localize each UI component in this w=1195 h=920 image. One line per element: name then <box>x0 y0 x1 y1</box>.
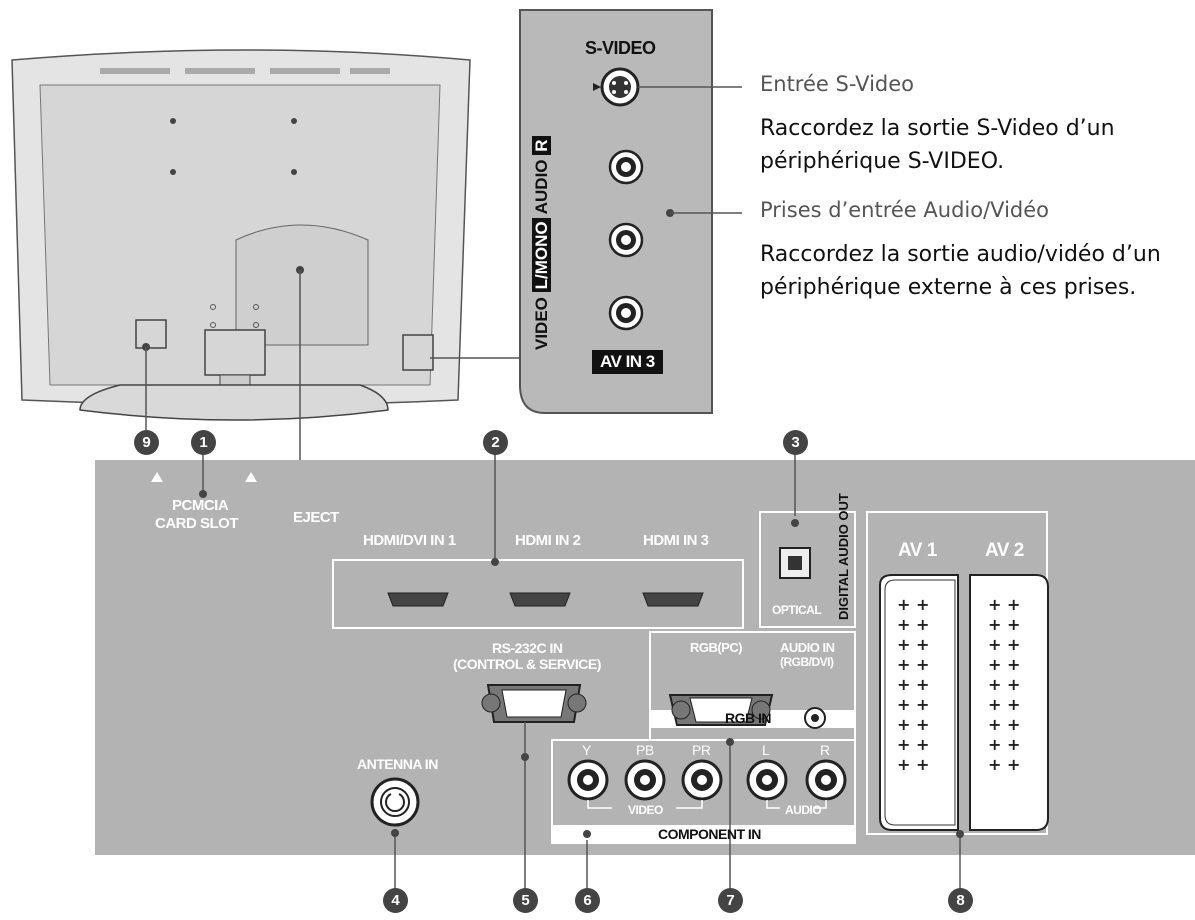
marker-9: 9 <box>134 430 159 455</box>
audio-sub-label: AUDIO <box>785 803 822 817</box>
marker-1: 1 <box>191 430 216 455</box>
rs232-label-1: RS-232C IN <box>492 640 563 656</box>
svg-text:+ +: + + <box>897 655 929 674</box>
marker-2: 2 <box>483 430 508 455</box>
svg-text:+ +: + + <box>897 635 929 654</box>
marker-4: 4 <box>383 888 408 913</box>
svg-text:+ +: + + <box>897 595 929 614</box>
svg-text:+ +: + + <box>988 675 1020 694</box>
svg-text:+ +: + + <box>897 755 929 774</box>
svg-text:+ +: + + <box>897 695 929 714</box>
rgb-pc-label: RGB(PC) <box>690 640 743 655</box>
hdmi1-label: HDMI/DVI IN 1 <box>363 532 456 549</box>
svg-text:+ +: + + <box>897 735 929 754</box>
svideo-label: S-VIDEO <box>585 38 656 58</box>
svg-text:+ +: + + <box>988 735 1020 754</box>
svideo-callout-title: Entrée S-Video <box>760 72 915 96</box>
svideo-callout-desc-2: périphérique S-VIDEO. <box>760 149 1005 174</box>
lmono-label: L/MONO <box>532 218 551 293</box>
av1-label: AV 1 <box>898 540 937 561</box>
svg-text:+ +: + + <box>897 615 929 634</box>
svg-text:+ +: + + <box>988 755 1020 774</box>
audio-in-label-1: AUDIO IN <box>780 640 835 655</box>
av2-label: AV 2 <box>985 540 1024 561</box>
marker-8: 8 <box>948 888 973 913</box>
video-label: VIDEO <box>532 297 551 350</box>
rs232-label-2: (CONTROL & SERVICE) <box>453 656 601 672</box>
svg-text:+ +: + + <box>988 615 1020 634</box>
optical-label: OPTICAL <box>772 603 822 617</box>
svg-text:+ +: + + <box>897 675 929 694</box>
marker-3: 3 <box>783 430 808 455</box>
component-in-label: COMPONENT IN <box>658 826 761 842</box>
av-in-3-label: AV IN 3 <box>592 350 663 374</box>
digital-audio-out-label: DIGITAL AUDIO OUT <box>836 493 851 620</box>
audio-in-label-2: (RGB/DVI) <box>780 655 834 669</box>
hdmi2-label: HDMI IN 2 <box>515 532 581 549</box>
side-vertical-labels: VIDEO L/MONO AUDIO R <box>527 120 599 350</box>
av-callout-desc-1: Raccordez la sortie audio/vidéo d’un <box>760 242 1161 267</box>
comp-y-label: Y <box>582 742 591 758</box>
svg-text:+ +: + + <box>897 715 929 734</box>
svg-text:+ +: + + <box>988 715 1020 734</box>
eject-label: EJECT <box>293 509 339 526</box>
hdmi3-label: HDMI IN 3 <box>643 532 709 549</box>
antenna-in-label: ANTENNA IN <box>357 756 438 772</box>
svg-text:+ +: + + <box>988 635 1020 654</box>
pcmcia-label-2: CARD SLOT <box>155 515 239 532</box>
comp-r-label: R <box>820 742 830 758</box>
comp-l-label: L <box>762 742 770 758</box>
marker-7: 7 <box>718 888 743 913</box>
video-sub-label: VIDEO <box>628 803 663 817</box>
marker-5: 5 <box>513 888 538 913</box>
svg-text:+ +: + + <box>988 655 1020 674</box>
svideo-callout-desc-1: Raccordez la sortie S-Video d’un <box>760 116 1115 141</box>
comp-pr-label: PR <box>692 742 711 758</box>
r-label: R <box>532 136 551 155</box>
rgb-in-label: RGB IN <box>725 710 772 726</box>
audio-label: AUDIO <box>532 159 551 215</box>
comp-pb-label: PB <box>636 742 654 758</box>
av-callout-desc-2: périphérique externe à ces prises. <box>760 275 1137 300</box>
pcmcia-label-1: PCMCIA <box>172 497 229 514</box>
svg-text:+ +: + + <box>988 595 1020 614</box>
marker-6: 6 <box>575 888 600 913</box>
svg-text:+ +: + + <box>988 695 1020 714</box>
av-callout-title: Prises d’entrée Audio/Vidéo <box>760 198 1049 222</box>
